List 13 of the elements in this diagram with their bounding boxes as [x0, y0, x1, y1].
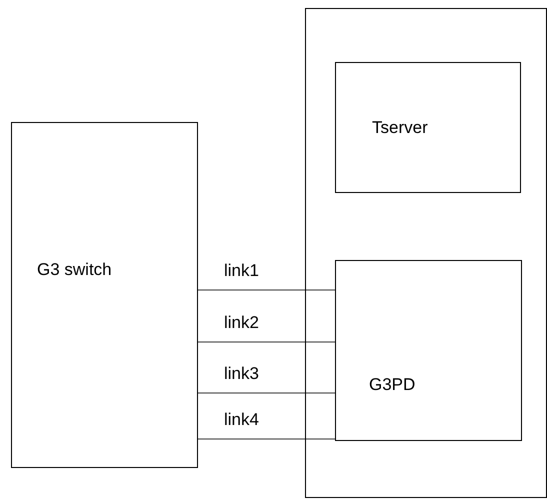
- node-label: Tserver: [372, 118, 428, 138]
- edge-label: link2: [224, 314, 259, 331]
- process-box: [11, 122, 198, 468]
- process-box: [335, 62, 521, 193]
- node-label: G3PD: [369, 375, 416, 395]
- edge-label: link3: [224, 365, 259, 382]
- node-label: G3 switch: [37, 260, 112, 280]
- link-line: [198, 438, 336, 440]
- process-box: [335, 260, 522, 441]
- link-line: [198, 392, 336, 394]
- container-box: [305, 8, 547, 498]
- edge-label: link1: [224, 262, 259, 279]
- edge-label: link4: [224, 411, 259, 428]
